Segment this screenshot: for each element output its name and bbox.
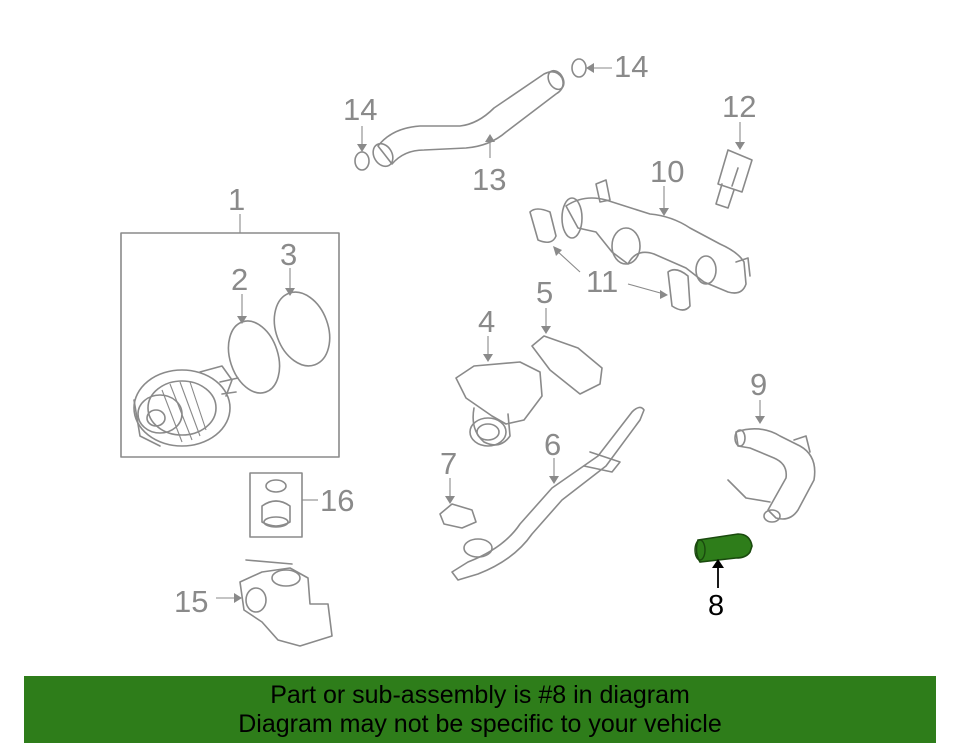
temperature-sensor-12: [715, 149, 753, 209]
water-pump-part: [133, 365, 239, 447]
banner-line-2: Diagram may not be specific to your vehi…: [238, 710, 722, 738]
info-banner: Part or sub-assembly is #8 in diagram Di…: [24, 676, 936, 743]
callout-5: 5: [536, 275, 553, 310]
gasket-11-right: [667, 268, 691, 311]
o-ring-14-left: [354, 151, 370, 171]
callout-14-right: 14: [614, 49, 648, 84]
pipe-gasket-7: [439, 503, 477, 529]
o-ring-14-right: [571, 58, 587, 78]
coolant-pipe-6: [451, 406, 645, 581]
callout-6: 6: [544, 427, 561, 462]
callout-8: 8: [708, 590, 724, 622]
callout-9: 9: [750, 367, 767, 402]
callout-12: 12: [722, 89, 756, 124]
coolant-hose-8-highlighted: [695, 533, 753, 563]
callout-7: 7: [440, 446, 457, 481]
callout-11: 11: [586, 264, 618, 299]
callout-2: 2: [231, 262, 248, 297]
coolant-pipe-13: [372, 69, 565, 168]
reservoir-cap-box: [249, 472, 303, 538]
coolant-outlet-10: [561, 179, 751, 294]
thermostat-gasket-5: [531, 335, 603, 395]
callout-1: 1: [228, 182, 245, 217]
callout-16: 16: [320, 483, 354, 518]
thermostat-housing-4: [455, 361, 543, 447]
callout-3: 3: [280, 237, 297, 272]
coolant-flange-15: [239, 559, 333, 647]
coolant-pipe-9: [727, 428, 816, 523]
callout-15: 15: [174, 584, 208, 619]
pump-gasket-3: [273, 291, 331, 367]
callout-13: 13: [472, 162, 506, 197]
banner-line-1: Part or sub-assembly is #8 in diagram: [270, 681, 690, 709]
water-pump-kit-box: [120, 232, 340, 458]
callout-10: 10: [650, 154, 684, 189]
reservoir-cap-16: [261, 479, 291, 528]
callout-4: 4: [478, 304, 495, 339]
callout-14-left: 14: [343, 92, 377, 127]
gasket-11-left: [529, 208, 557, 244]
